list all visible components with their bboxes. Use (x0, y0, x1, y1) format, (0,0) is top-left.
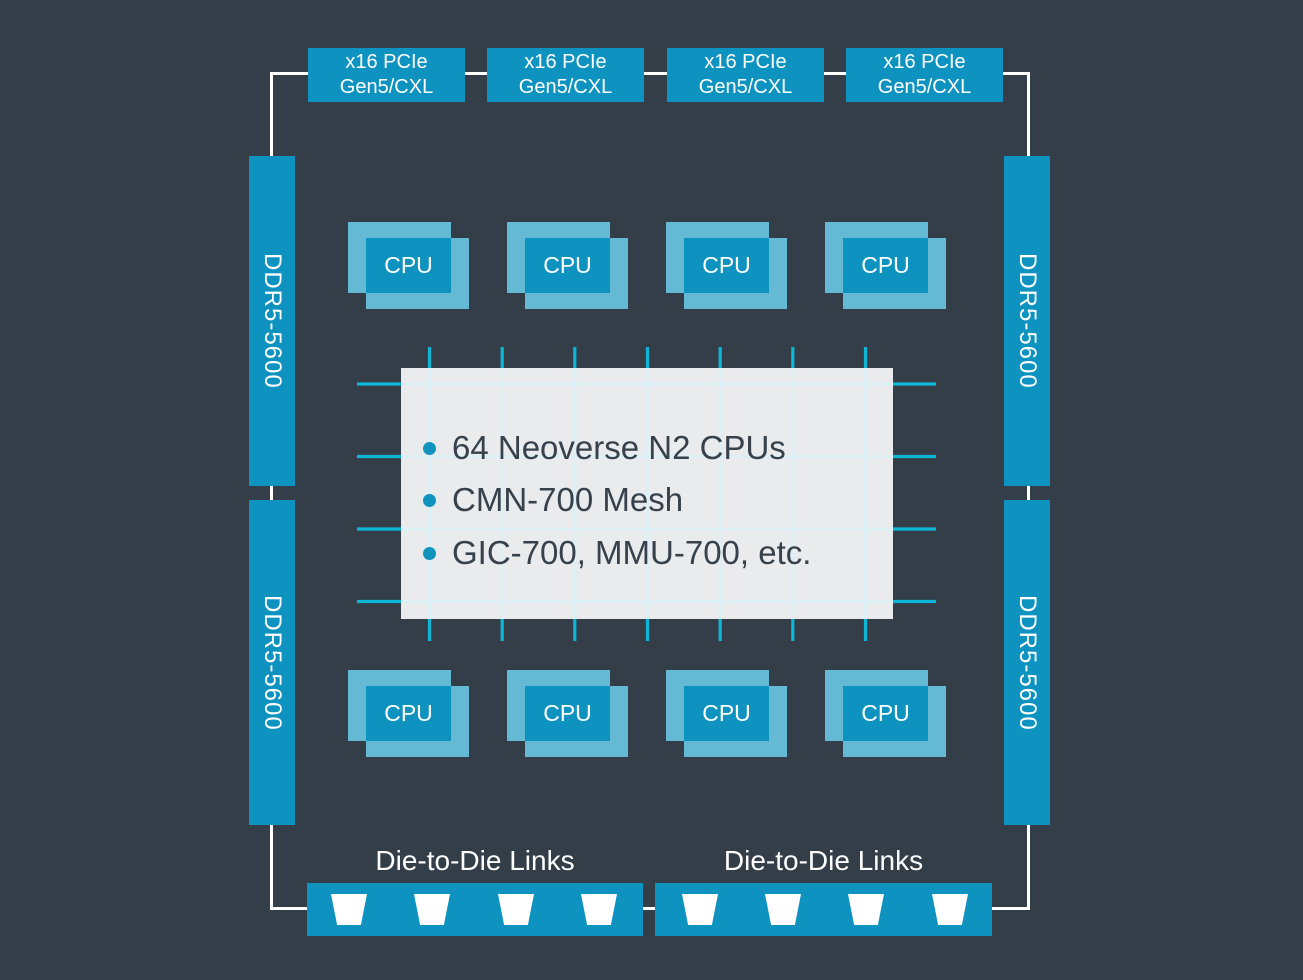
cpu-block: CPU (366, 238, 451, 293)
pcie-block-2: x16 PCIe Gen5/CXL (487, 48, 644, 102)
pcie-label-line2: Gen5/CXL (339, 76, 434, 98)
pcie-label-line2: Gen5/CXL (518, 76, 613, 98)
cpu-block: CPU (684, 238, 769, 293)
cpu-block: CPU (684, 686, 769, 741)
pcie-label-line1: x16 PCIe (345, 51, 428, 73)
ddr-bar-left-bottom: DDR5-5600 (249, 500, 295, 825)
die-link-port-icon (331, 894, 367, 925)
die-link-port-icon (414, 894, 450, 925)
pcie-block-1: x16 PCIe Gen5/CXL (308, 48, 465, 102)
cpu-cluster-top-4: CPU (825, 222, 946, 309)
die-to-die-label-right: Die-to-Die Links (723, 845, 924, 876)
pcie-label-line2: Gen5/CXL (877, 76, 972, 98)
pcie-label-line2: Gen5/CXL (698, 76, 793, 98)
ddr-bar-left-top: DDR5-5600 (249, 156, 295, 486)
cpu-cluster-bottom-3: CPU (666, 670, 787, 757)
cpu-cluster-top-1: CPU (348, 222, 469, 309)
die-link-port-icon (932, 894, 968, 925)
soc-feature-panel: 64 Neoverse N2 CPUs CMN-700 Mesh GIC-700… (401, 368, 893, 619)
feature-item: 64 Neoverse N2 CPUs (423, 429, 786, 466)
feature-item: GIC-700, MMU-700, etc. (423, 534, 812, 571)
cpu-block: CPU (525, 686, 610, 741)
panel-grid-lines (401, 368, 893, 619)
cpu-cluster-bottom-1: CPU (348, 670, 469, 757)
die-link-port-icon (765, 894, 801, 925)
die-to-die-bar-right (655, 883, 992, 936)
ddr-bar-right-top: DDR5-5600 (1004, 156, 1050, 486)
cpu-cluster-bottom-4: CPU (825, 670, 946, 757)
bullet-icon (423, 546, 436, 560)
die-to-die-label-left: Die-to-Die Links (375, 845, 575, 876)
pcie-label-line1: x16 PCIe (524, 51, 607, 73)
pcie-label-line1: x16 PCIe (704, 51, 787, 73)
pcie-label-line1: x16 PCIe (883, 51, 966, 73)
cpu-cluster-top-3: CPU (666, 222, 787, 309)
die-to-die-bar-left (307, 883, 643, 936)
feature-text: GIC-700, MMU-700, etc. (452, 534, 812, 571)
die-link-port-icon (848, 894, 884, 925)
die-link-port-icon (498, 894, 534, 925)
cpu-block: CPU (366, 686, 451, 741)
cpu-cluster-bottom-2: CPU (507, 670, 628, 757)
cpu-block: CPU (525, 238, 610, 293)
pcie-block-3: x16 PCIe Gen5/CXL (667, 48, 824, 102)
pcie-block-4: x16 PCIe Gen5/CXL (846, 48, 1003, 102)
die-link-port-icon (682, 894, 718, 925)
cpu-block: CPU (843, 686, 928, 741)
feature-text: 64 Neoverse N2 CPUs (452, 429, 786, 466)
cpu-cluster-top-2: CPU (507, 222, 628, 309)
bullet-icon (423, 441, 436, 455)
die-link-port-icon (581, 894, 617, 925)
feature-item: CMN-700 Mesh (423, 481, 684, 518)
feature-text: CMN-700 Mesh (452, 481, 684, 518)
chip-outline-line (270, 72, 1030, 910)
ddr-bar-right-bottom: DDR5-5600 (1004, 500, 1050, 825)
bullet-icon (423, 493, 436, 507)
cpu-block: CPU (843, 238, 928, 293)
